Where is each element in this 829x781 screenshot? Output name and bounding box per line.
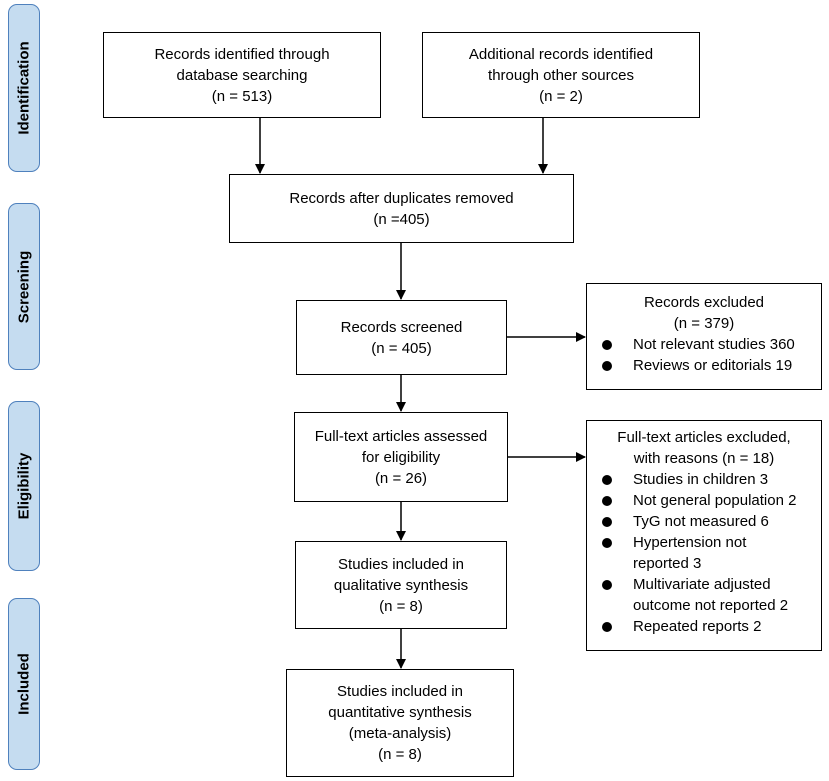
box-quantitative-synthesis: Studies included in quantitative synthes… [286, 669, 514, 777]
fulltext-excluded-list: Studies in children 3 Not general popula… [587, 469, 821, 637]
phase-eligibility: Eligibility [8, 401, 40, 571]
list-item: Studies in children 3 [599, 469, 821, 490]
phase-identification: Identification [8, 4, 40, 172]
list-item: Not relevant studies 360 [599, 334, 821, 355]
box-records-screened: Records screened (n = 405) [296, 300, 507, 375]
box-other-sources: Additional records identified through ot… [422, 32, 700, 118]
box-qualitative-synthesis: Studies included in qualitative synthesi… [295, 541, 507, 629]
phase-screening: Screening [8, 203, 40, 370]
box-database-search: Records identified through database sear… [103, 32, 381, 118]
list-item: TyG not measured 6 [599, 511, 821, 532]
box-records-excluded: Records excluded (n = 379) Not relevant … [586, 283, 822, 390]
box-duplicates-removed: Records after duplicates removed (n =405… [229, 174, 574, 243]
box-fulltext-excluded: Full-text articles excluded, with reason… [586, 420, 822, 651]
box-fulltext-assessed: Full-text articles assessed for eligibil… [294, 412, 508, 502]
records-excluded-list: Not relevant studies 360 Reviews or edit… [587, 334, 821, 376]
list-item: Repeated reports 2 [599, 616, 821, 637]
list-item: Reviews or editorials 19 [599, 355, 821, 376]
list-item: Not general population 2 [599, 490, 821, 511]
phase-included: Included [8, 598, 40, 770]
